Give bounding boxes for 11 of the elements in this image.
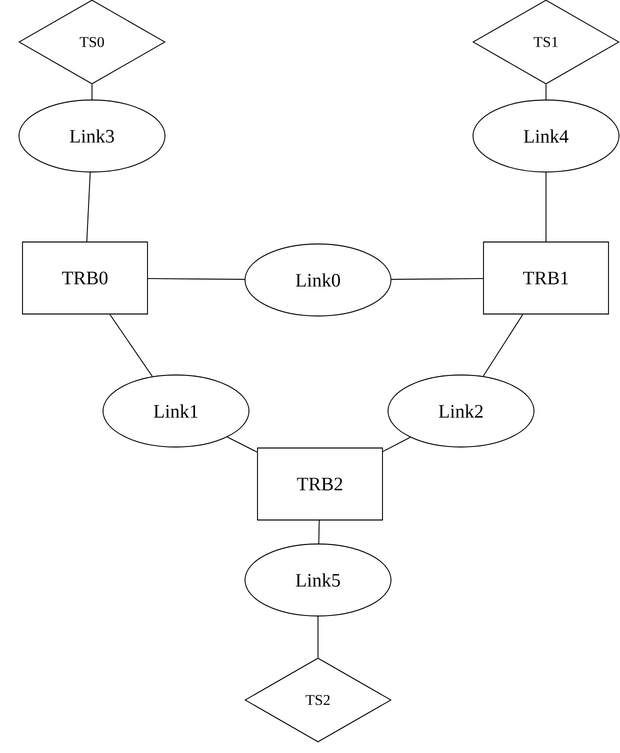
connector-line [226,436,258,453]
connector-line [318,520,320,544]
trb-box: TRB0 [22,242,148,314]
connector-line [86,172,91,242]
trb-box: TRB1 [483,242,609,314]
connector-line [382,436,411,452]
connector-line [109,314,153,377]
connector-line [148,278,245,280]
connector-line [482,314,524,377]
trb-box: TRB2 [257,448,383,520]
connector-line [390,278,484,280]
